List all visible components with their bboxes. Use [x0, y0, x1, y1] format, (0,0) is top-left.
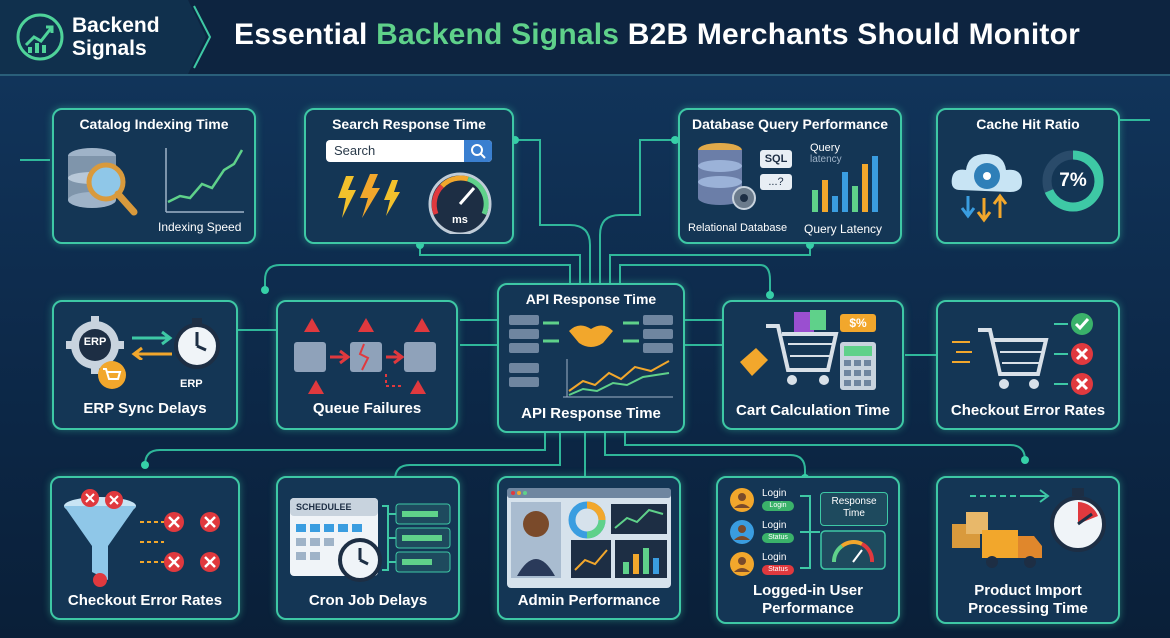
erp-sync-title: ERP Sync Delays: [83, 400, 207, 417]
price-tag-badge: $%: [840, 314, 876, 332]
response-line-2: Time: [843, 508, 865, 519]
admin-dashboard-icon: [507, 488, 671, 588]
schedule-calendar-icon: [290, 498, 451, 582]
schedule-label: SCHEDULEE: [296, 502, 352, 512]
search-bar-text: Search: [334, 143, 376, 158]
catalog-indexing-card: Catalog Indexing Time Indexing Speed: [52, 108, 256, 244]
login-pill-1: Login: [762, 501, 794, 511]
query-bubble: ...?: [760, 174, 792, 190]
cache-hit-card: Cache Hit Ratio 7%: [936, 108, 1120, 244]
search-response-title: Search Response Time: [332, 116, 486, 132]
brand-logo-text: Backend Signals: [72, 14, 160, 60]
brand-line-2: Signals: [72, 37, 147, 60]
logged-title-line-1: Logged-in User: [752, 582, 863, 599]
query-latency-label: Query Latency: [804, 222, 883, 236]
cart-calculation-card: $% Cart Calculation Time: [722, 300, 904, 430]
page-title: Essential Backend Signals B2B Merchants …: [234, 18, 1080, 52]
database-query-title: Database Query Performance: [691, 116, 889, 132]
login-connector-lines: [800, 495, 820, 569]
checkout-errors-right-card: Checkout Error Rates: [936, 300, 1120, 430]
relational-database-label: Relational Database: [688, 222, 788, 234]
user-login-icons: [730, 488, 754, 576]
cart-calculation-title: Cart Calculation Time: [736, 402, 890, 419]
logo-chart-icon: [16, 13, 64, 61]
admin-performance-card: Admin Performance: [497, 476, 681, 620]
title-accent: Backend Signals: [376, 18, 620, 51]
checkout-errors-right-title: Checkout Error Rates: [950, 402, 1106, 419]
clock-icon: [174, 318, 220, 369]
api-response-title-bottom: API Response Time: [521, 405, 661, 422]
shopping-cart-calculator-icon: [740, 310, 876, 390]
checkout-errors-left-card: Checkout Error Rates: [50, 476, 240, 620]
login-label-1: Login: [762, 488, 787, 499]
product-import-title: Product Import Processing Time: [938, 582, 1118, 618]
api-response-title-top: API Response Time: [525, 291, 657, 307]
status-pill-1: Status: [762, 533, 794, 543]
erp-sync-card: ERP ERP ERP Sync Delays: [52, 300, 238, 430]
title-part-2: B2B Merchants Should Monitor: [619, 18, 1080, 51]
gauge-icon: [428, 172, 492, 234]
status-pill-2: Status: [762, 565, 794, 575]
queue-failures-card: Queue Failures: [276, 300, 458, 430]
cron-job-card: SCHEDULEE Cron Job Delays: [276, 476, 460, 620]
catalog-indexing-title: Catalog Indexing Time: [79, 116, 229, 132]
search-bar: Search: [326, 140, 492, 162]
logged-in-user-title: Logged-in User Performance: [718, 582, 898, 618]
indexing-line-chart-icon: [165, 148, 244, 213]
logged-in-user-card: Login Login Login Status Login Status Re…: [716, 476, 900, 624]
product-import-card: Product Import Processing Time: [936, 476, 1120, 624]
cache-ratio-donut-icon: [1042, 150, 1104, 212]
query-label: Query: [810, 142, 840, 154]
checkout-cart-status-icon: [952, 313, 1093, 395]
erp-gear-icon: [66, 316, 124, 374]
import-title-line-2: Processing Time: [968, 600, 1088, 617]
cache-hit-percent: 7%: [1059, 170, 1087, 191]
login-label-2: Login: [762, 520, 787, 531]
cache-hit-title: Cache Hit Ratio: [976, 116, 1080, 132]
title-part-1: Essential: [234, 18, 377, 51]
latency-label: latency: [810, 154, 842, 165]
indexing-speed-label: Indexing Speed: [158, 220, 242, 234]
erp-clock-label: ERP: [180, 378, 203, 390]
import-title-line-1: Product Import: [974, 582, 1082, 599]
response-gauge-icon: [820, 530, 886, 570]
checkout-errors-left-title: Checkout Error Rates: [67, 592, 223, 609]
sync-arrows-icon: [131, 330, 173, 360]
gauge-unit-label: ms: [452, 214, 468, 226]
brand-panel: [0, 0, 188, 74]
brand-line-1: Backend: [72, 14, 160, 37]
brand-chevron-icon: [193, 5, 212, 69]
queue-failures-title: Queue Failures: [312, 400, 422, 417]
admin-performance-title: Admin Performance: [517, 592, 661, 609]
database-query-card: Database Query Performance SQL ...? Quer…: [678, 108, 902, 244]
response-line-1: Response: [831, 496, 877, 507]
cron-job-title: Cron Job Delays: [308, 592, 428, 609]
erp-gear-badge: ERP: [83, 336, 107, 348]
database-magnifier-icon: [68, 148, 138, 216]
import-truck-stopwatch-icon: [952, 488, 1106, 568]
header-bar: Backend Signals Essential Backend Signal…: [0, 0, 1170, 76]
search-icon: [464, 140, 492, 162]
query-latency-bar-chart-icon: [812, 156, 878, 212]
cart-badge-icon: [98, 361, 126, 389]
relational-database-icon: [698, 143, 756, 210]
api-server-handshake-icon: [509, 315, 673, 398]
search-response-card: Search Response Time Search ms: [304, 108, 514, 244]
response-time-box: Response Time: [820, 492, 888, 526]
sql-badge: SQL: [760, 150, 792, 168]
response-time-label: Response Time: [821, 496, 887, 520]
logged-title-line-2: Performance: [762, 600, 854, 617]
checkout-funnel-icon: [64, 489, 220, 587]
lightning-icon: [338, 174, 400, 218]
cloud-fan-icon: [951, 154, 1022, 223]
api-response-card: API Response Time API Response Time: [497, 283, 685, 433]
login-label-3: Login: [762, 552, 787, 563]
queue-flow-icon: [294, 318, 436, 394]
